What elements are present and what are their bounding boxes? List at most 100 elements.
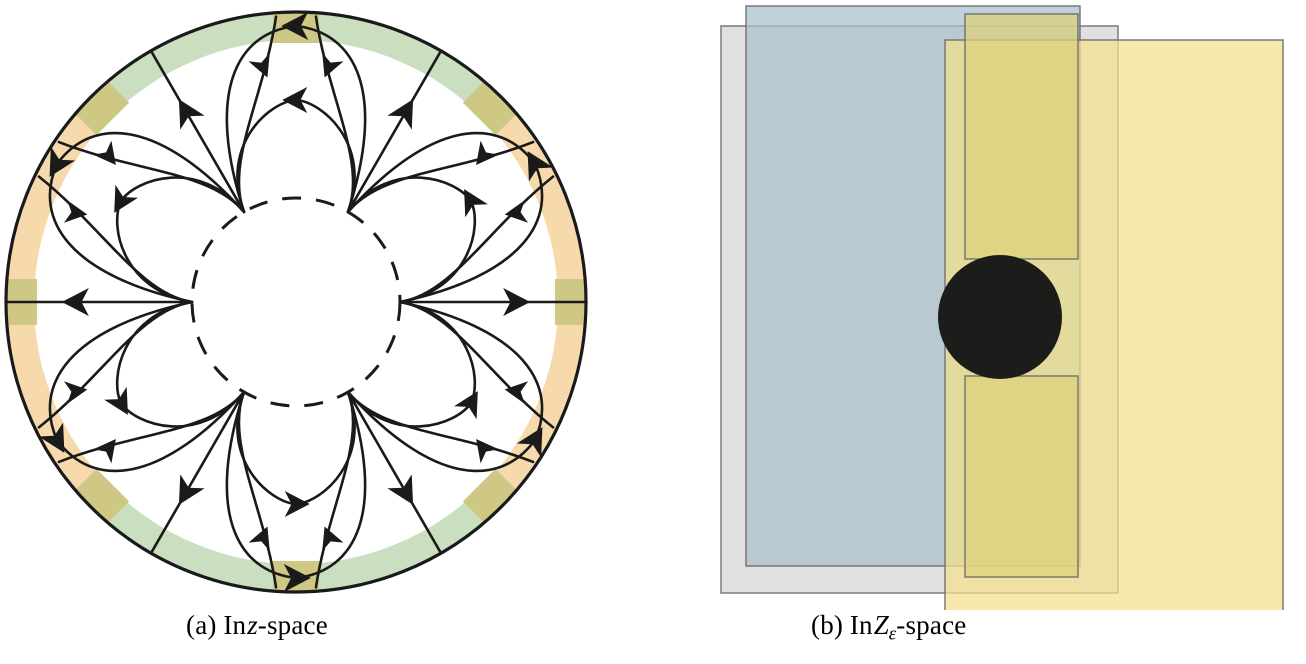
- streamline-separatrix-4: [150, 390, 246, 553]
- arrow-ray-2-1: [93, 140, 116, 166]
- caption-a: (a) Inz-space: [186, 612, 328, 639]
- streamline-separatrix-2: [150, 51, 246, 214]
- caption-b-prefix: (b): [811, 610, 844, 640]
- arrow-separatrix-4: [178, 474, 205, 505]
- arrow-ray-4-1: [248, 526, 270, 552]
- band-segment-green-0: [90, 12, 502, 117]
- arrow-petal-inner-4-shape: [284, 491, 310, 517]
- band-segment-orange-1: [6, 96, 111, 508]
- streamline-ray-3-1: [37, 300, 194, 429]
- arrow-ray-2-1-shape: [93, 140, 116, 166]
- arrow-ray-3-1-shape: [63, 381, 88, 404]
- arrow-separatrix-2: [178, 99, 205, 130]
- arrow-ray-4-1-shape: [248, 526, 270, 552]
- arrow-petal-inner-1: [282, 87, 308, 113]
- band-overlap-marker-3: [72, 78, 130, 136]
- arrow-petal-outer-4: [283, 563, 311, 592]
- streamline-ray-5-1: [346, 390, 535, 464]
- arrow-petal-outer-5: [516, 427, 543, 458]
- arrow-petal-outer-3-shape: [38, 422, 65, 453]
- band-overlap-marker-1: [462, 78, 520, 136]
- band-overlap-patch-1: [462, 78, 520, 136]
- arrow-separatrix-0: [503, 287, 531, 317]
- band-segment-orange-3: [481, 96, 586, 508]
- arrow-petal-inner-0: [464, 189, 488, 218]
- arrow-ray-0-0-shape: [504, 381, 529, 404]
- arrow-separatrix-5: [387, 474, 414, 505]
- outer-circle-outline: [4, 10, 588, 594]
- band-overlap-patch-7: [462, 468, 520, 526]
- streamline-group: [6, 15, 586, 589]
- caption-b-word: In: [849, 610, 873, 640]
- cover-rect-yellow-narrow-bottom: [964, 375, 1079, 578]
- arrow-ray-5-0-shape: [322, 526, 344, 552]
- obstacle-disk: [938, 255, 1062, 379]
- arrow-petal-outer-1: [281, 12, 309, 41]
- streamline-ray-0-0: [398, 300, 555, 429]
- arrow-ray-3-1: [63, 381, 88, 404]
- arrow-separatrix-2-shape: [178, 99, 205, 130]
- streamline-ray-4-1: [237, 390, 278, 589]
- arrow-petal-outer-1-shape: [281, 12, 309, 41]
- arrow-ray-3-0: [63, 200, 88, 223]
- arrow-separatrix-3: [61, 287, 89, 317]
- arrow-petal-inner-3: [104, 386, 128, 415]
- band-overlap-patch-5: [72, 468, 130, 526]
- streamline-ray-3-0: [37, 175, 194, 304]
- arrow-petal-inner-1-shape: [282, 87, 308, 113]
- caption-b-symbol: Z: [873, 610, 889, 640]
- streamline-ray-4-0: [57, 390, 246, 464]
- arrow-ray-2-0: [248, 52, 270, 78]
- arrow-ray-4-0: [93, 438, 116, 464]
- arrow-petal-inner-3-shape: [104, 386, 128, 415]
- cover-rect-yellow-narrow-top: [964, 13, 1079, 260]
- arrow-petal-inner-5-shape: [454, 391, 478, 420]
- arrow-petal-inner-0-shape: [464, 189, 488, 218]
- band-overlap-patch-3: [72, 78, 130, 136]
- arrow-separatrix-1: [387, 99, 414, 130]
- arrow-separatrix-1-shape: [387, 99, 414, 130]
- subfigure-b: (b) InZε-space: [620, 0, 1306, 664]
- arrow-petal-outer-4-shape: [283, 563, 311, 592]
- caption-a-word: In: [223, 610, 247, 640]
- arrow-ray-1-0: [476, 140, 499, 166]
- streamline-ray-0-1: [398, 175, 555, 304]
- arrow-separatrix-4-shape: [178, 474, 205, 505]
- arrow-ray-1-1: [322, 52, 344, 78]
- arrow-petal-outer-2: [49, 146, 76, 177]
- arrow-ray-0-1: [504, 200, 529, 223]
- caption-a-suffix: -space: [257, 610, 328, 640]
- subfigure-a: (a) Inz-space: [0, 0, 620, 664]
- band-segment-green-2: [90, 487, 502, 592]
- caption-b-subscript: ε: [888, 623, 897, 645]
- arrow-petal-outer-0-shape: [527, 151, 554, 182]
- arrow-separatrix-0-shape: [503, 287, 531, 317]
- arrow-separatrix-5-shape: [387, 474, 414, 505]
- caption-b-suffix: -space: [896, 610, 967, 640]
- arrow-petal-outer-5-shape: [516, 427, 543, 458]
- streamline-ray-1-0: [346, 140, 535, 214]
- streamline-ray-5-0: [314, 390, 355, 589]
- arrow-ray-5-1: [476, 438, 499, 464]
- arrow-ray-4-0-shape: [93, 438, 116, 464]
- arrow-ray-1-0-shape: [476, 140, 499, 166]
- arrow-petal-inner-2: [114, 184, 138, 213]
- z-space-diagram: [4, 10, 588, 594]
- arrow-petal-inner-5: [454, 391, 478, 420]
- Z-epsilon-space-diagram: [720, 5, 1284, 610]
- arrow-ray-0-0: [504, 381, 529, 404]
- arrow-petal-outer-2-shape: [49, 146, 76, 177]
- arrow-ray-0-1-shape: [504, 200, 529, 223]
- arrow-petal-outer-0: [527, 151, 554, 182]
- arrow-ray-3-0-shape: [63, 200, 88, 223]
- band-overlap-marker-5: [72, 468, 130, 526]
- streamline-ray-1-1: [314, 15, 355, 214]
- arrow-ray-5-0: [322, 526, 344, 552]
- arrow-separatrix-3-shape: [61, 287, 89, 317]
- arrow-ray-2-0-shape: [248, 52, 270, 78]
- arrow-petal-outer-3: [38, 422, 65, 453]
- caption-b: (b) InZε-space: [811, 612, 966, 644]
- arrow-petal-inner-4: [284, 491, 310, 517]
- streamline-ray-2-0: [237, 15, 278, 214]
